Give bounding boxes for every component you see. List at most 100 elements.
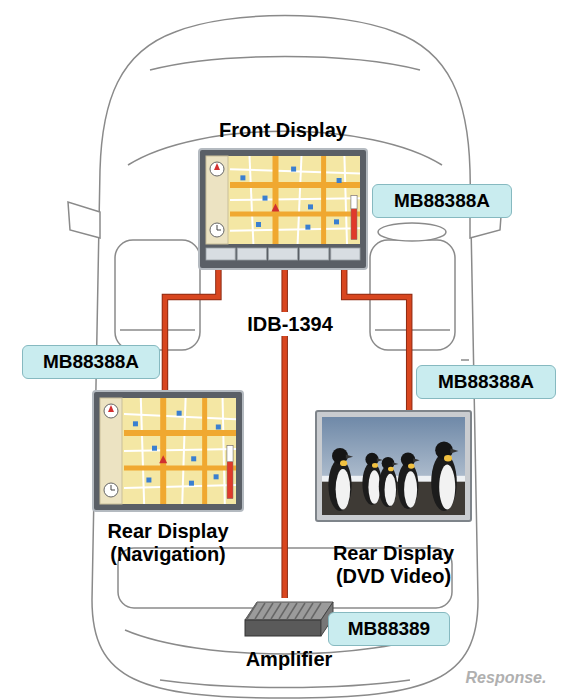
amp-heatsink-rib — [279, 603, 289, 619]
main-road — [124, 465, 236, 470]
penguin — [398, 452, 420, 509]
text-group: MB88389 — [348, 618, 430, 640]
car-hood-line — [150, 57, 420, 71]
amp-heatsink-rib — [255, 603, 265, 619]
chip-callout: MB88389 — [328, 612, 450, 646]
position-marker — [159, 455, 167, 463]
chip-callout: MB88388A — [22, 345, 160, 379]
position-marker — [272, 204, 280, 212]
penguin — [379, 457, 399, 507]
clock-icon — [210, 223, 224, 237]
car-steering-wheel — [378, 223, 446, 241]
bus-cable — [344, 270, 409, 410]
penguin-belly — [368, 470, 380, 504]
node-artwork — [198, 148, 368, 270]
display-title: Amplifier — [204, 648, 374, 671]
map-marker — [152, 446, 157, 451]
text-group: MB88388A — [43, 351, 139, 373]
minor-road — [230, 228, 360, 231]
compass-needle — [214, 163, 220, 170]
chip-callout: MB88388A — [416, 365, 556, 399]
display-screen: Rear Display (Navigation) — [92, 390, 244, 512]
car-mirror — [68, 202, 100, 238]
display-title: Front Display — [173, 119, 393, 142]
penguin — [431, 441, 458, 511]
minor-road — [124, 485, 236, 488]
map-background — [100, 398, 236, 504]
penguin-body — [362, 462, 381, 505]
main-road — [124, 430, 236, 436]
display-screen: Front Display — [198, 148, 368, 270]
watermark: Response. — [448, 668, 564, 688]
clock-hands — [217, 225, 221, 230]
screen-button — [206, 248, 235, 260]
video-sky — [322, 417, 465, 515]
penguin-belly — [439, 465, 455, 510]
display-title: Rear Display (DVD Video) — [309, 542, 479, 588]
amp-heatsink-rib — [303, 603, 313, 619]
penguin-belly — [336, 469, 351, 510]
chip-name: MB88389 — [348, 618, 430, 640]
amp-heatsink-rib — [295, 603, 305, 619]
display-title: Rear Display (Navigation) — [83, 520, 253, 566]
main-road — [273, 156, 279, 244]
penguin-patch — [388, 467, 394, 472]
main-road — [202, 398, 207, 504]
bus-cable-outline — [165, 270, 218, 390]
map-marker — [146, 478, 151, 483]
level-bar — [227, 446, 233, 499]
text-group: MB88388A — [394, 190, 490, 212]
map-marker — [216, 425, 221, 430]
node-artwork — [243, 598, 335, 640]
bus-cable — [165, 270, 218, 390]
minor-road — [250, 156, 254, 244]
map-marker — [191, 456, 196, 461]
compass-needle — [108, 405, 114, 412]
map-marker — [256, 222, 261, 227]
amp-heatsink-rib — [271, 603, 281, 619]
penguin-patch — [372, 463, 378, 468]
map-marker — [337, 178, 342, 183]
clock-hands — [111, 485, 115, 490]
penguin-patch — [444, 455, 452, 461]
screen-button — [331, 248, 360, 260]
node-artwork — [92, 390, 244, 512]
screen-button — [268, 248, 297, 260]
minor-road — [182, 398, 185, 504]
amp-heatsink-rib — [287, 603, 297, 619]
penguin-patch — [408, 464, 415, 469]
text-group: Rear Display (Navigation) — [83, 520, 253, 566]
map-marker — [305, 225, 310, 230]
clock-icon — [104, 483, 118, 497]
minor-road — [141, 398, 144, 504]
penguin-beak — [450, 449, 458, 454]
level-bar-top — [227, 446, 233, 462]
amplifier-unit: Amplifier — [243, 598, 335, 640]
screen-button — [300, 248, 329, 260]
penguin-body — [328, 459, 351, 511]
chip-callout: MB88388A — [372, 184, 512, 218]
chip-name: MB88388A — [43, 351, 139, 373]
amp-heatsink-rib — [247, 603, 257, 619]
minor-road — [344, 156, 347, 244]
penguin-beak — [413, 458, 420, 462]
penguin-belly — [385, 474, 397, 506]
map-marker — [334, 219, 339, 224]
map-marker — [308, 204, 313, 209]
minor-road — [298, 156, 302, 244]
main-road — [230, 212, 360, 217]
chip-name: MB88388A — [394, 190, 490, 212]
node-artwork — [315, 410, 472, 522]
bus-label: IDB-1394 — [226, 312, 354, 336]
map-marker — [263, 196, 268, 201]
screen-button — [237, 248, 266, 260]
compass-icon — [104, 404, 118, 418]
map-marker — [133, 421, 138, 426]
screen-bezel — [316, 411, 471, 521]
level-bar-top — [351, 196, 357, 209]
penguin — [328, 448, 353, 511]
screen-bezel — [199, 149, 367, 269]
amp-front — [245, 620, 321, 636]
map-marker — [189, 481, 194, 486]
penguin-body — [398, 462, 419, 509]
